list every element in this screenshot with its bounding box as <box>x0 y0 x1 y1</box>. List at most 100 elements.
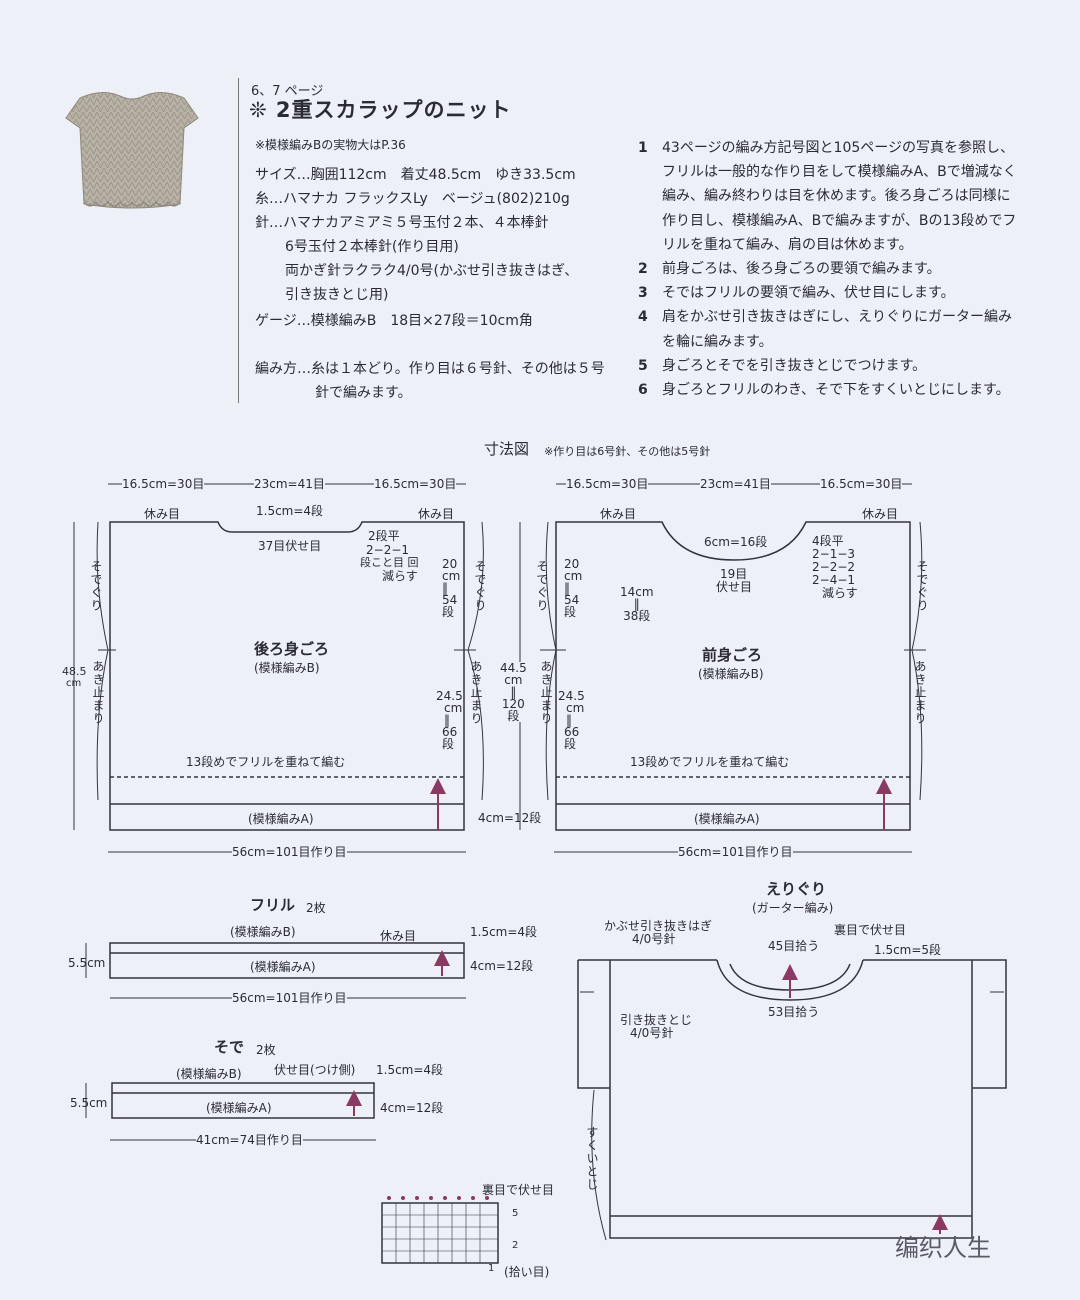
back-pattern: (模様編みB) <box>254 661 320 675</box>
front-armhole-h: 20 cm ‖ 54 段 <box>564 558 582 618</box>
back-lower-h-rows: 66 <box>442 725 458 739</box>
frill-pattern-a: (模様編みA) <box>250 960 316 974</box>
front-armhole-h-eq: ‖ <box>564 581 570 595</box>
page-ref: 6、7 ページ <box>251 84 324 99</box>
spec-method: 編み方…糸は１本どり。作り目は６号針、その他は５号 <box>255 361 605 377</box>
frill-pattern-b: (模様編みB) <box>230 925 296 939</box>
front-yoke-h-eq: ‖ <box>633 597 640 611</box>
back-dec-1: 2段平 <box>368 529 400 543</box>
spec-yarn: 糸…ハマナカ フラックスLy ベージュ(802)210g <box>255 191 570 207</box>
front-aki-left: あき止まり <box>539 660 553 725</box>
header: 6、7 ページ ❊ 2重スカラップのニット ※模様編みBの実物大はP.36 サイ… <box>238 78 639 403</box>
sleeve-bind: 伏せ目(つけ側) <box>274 1063 356 1077</box>
watermark: 编织人生 <box>895 1234 991 1262</box>
back-total-h: 48.5 <box>62 665 87 678</box>
step-number: 6 <box>638 382 648 399</box>
sweater-photo <box>65 92 199 209</box>
step-number: 5 <box>638 357 648 374</box>
spec-gauge: ゲージ…模様編みB 18目×27段＝10cm角 <box>255 313 533 329</box>
chart-row-2: 2 <box>512 1240 519 1251</box>
collar-seam-1b: 4/0号針 <box>632 932 676 946</box>
front-pattern-a: (模様編みA) <box>694 812 760 826</box>
diagram-subtitle: ※作り目は6号針、その他は5号針 <box>544 445 711 458</box>
back-top-left: 16.5cm=30目 <box>122 477 205 491</box>
back-armhole-h-rows: 54 <box>442 593 458 607</box>
front-body-outline <box>555 521 911 831</box>
front-sode-left: そでぐり <box>535 560 549 612</box>
front-top-right: 16.5cm=30目 <box>820 477 903 491</box>
step-number: 3 <box>638 285 648 302</box>
assembly-outline <box>577 959 1007 1239</box>
back-neck-bind: 37目伏せ目 <box>258 539 322 553</box>
back-lower-h-rows-unit: 段 <box>442 737 455 751</box>
back-top-right: 16.5cm=30目 <box>374 477 457 491</box>
step-text: そではフリルの要領で編み、伏せ目にします。 <box>662 285 955 302</box>
collar-height: 1.5cm=5段 <box>874 943 942 957</box>
front-neck-bind-2: 伏せ目 <box>716 580 753 594</box>
spec-needles-3: 両かぎ針ラクラク4/0号(かぶせ引き抜きはぎ、 <box>285 263 579 279</box>
frill-band-label: 4cm=12段 <box>470 959 534 973</box>
front-lower-h-rows-unit: 段 <box>564 737 577 751</box>
back-name: 後ろ身ごろ <box>254 640 330 658</box>
front-rest-right: 休み目 <box>862 507 899 521</box>
frill-name: フリル <box>250 896 296 914</box>
front-armhole-h-rows: 54 <box>564 593 580 607</box>
chart-row-1: 1 <box>488 1263 495 1274</box>
front-dec-1: 4段平 <box>812 534 844 548</box>
back-aki-right: あき止まり <box>469 660 483 725</box>
sleeve-top: 1.5cm=4段 <box>376 1063 444 1077</box>
front-aki-right: あき止まり <box>913 660 927 725</box>
sleeve-pattern-b: (模様編みB) <box>176 1067 242 1081</box>
collar-purl-bind: 裏目で伏せ目 <box>834 923 907 937</box>
front-neck-bind-1: 19目 <box>720 567 748 581</box>
spec-needles-2: 6号玉付２本棒針(作り目用) <box>285 239 459 255</box>
diagram-title: 寸法図 <box>484 440 530 458</box>
back-sode-right: そでぐり <box>473 560 487 612</box>
collar-pattern: (ガーター編み) <box>752 901 834 915</box>
total-height-rows-unit: 段 <box>507 709 520 723</box>
chart-row-5: 5 <box>512 1208 519 1219</box>
back-armhole-h-eq: ‖ <box>442 581 448 595</box>
back-pattern-a: (模様編みA) <box>248 812 314 826</box>
front-yoke-h-value: 14cm <box>620 585 654 599</box>
chart-label: 裏目で伏せ目 <box>482 1183 555 1197</box>
sleeve-pattern-a: (模様編みA) <box>206 1101 272 1115</box>
chart-gridlines <box>382 1203 498 1263</box>
step-number: 2 <box>638 261 648 278</box>
chart-grid <box>381 1202 499 1264</box>
collar-pickup-45: 45目拾う <box>768 939 820 953</box>
spec-method-2: 針で編みます。 <box>315 385 412 401</box>
step-5: 5 身ごろとそでを引き抜きとじでつけます。 <box>638 354 1018 378</box>
collar-name: えりぐり <box>766 880 827 898</box>
front-yoke-h: 14cm ‖ 38段 <box>620 586 654 622</box>
back-lower-h-value: 24.5 <box>436 689 463 703</box>
step-number: 1 <box>638 140 648 156</box>
collar-pickup-53: 53目拾う <box>768 1005 820 1019</box>
collar-side-seam: すくいとじ <box>585 1126 599 1191</box>
back-armhole-h: 20 cm ‖ 54 段 <box>442 558 460 618</box>
front-armhole-h-unit: cm <box>564 569 583 583</box>
back-aki-left: あき止まり <box>91 660 105 725</box>
collar-seam-2: 引き抜きとじ <box>620 1013 693 1027</box>
total-height: 44.5 cm ‖ 120 段 <box>500 662 527 722</box>
frill-bottom: 56cm=101目作り目 <box>232 991 347 1005</box>
step-text: 身ごろとフリルのわき、そで下をすくいとじにします。 <box>662 382 1010 399</box>
step-6: 6 身ごろとフリルのわき、そで下をすくいとじにします。 <box>638 378 1018 402</box>
spec-needles-4: 引き抜きとじ用) <box>285 287 389 303</box>
frill-top: 1.5cm=4段 <box>470 925 538 939</box>
front-lower-h-unit: cm <box>566 701 585 715</box>
front-top-mid: 23cm=41目 <box>700 477 771 491</box>
front-armhole-h-rows-unit: 段 <box>564 605 577 619</box>
sleeve-bottom: 41cm=74目作り目 <box>196 1133 303 1147</box>
step-text: 身ごろとそでを引き抜きとじでつけます。 <box>662 357 927 374</box>
front-armhole-h-value: 20 <box>564 557 580 571</box>
back-neck-depth: 1.5cm=4段 <box>256 504 324 518</box>
front-rest-left: 休み目 <box>600 507 637 521</box>
front-lower-h: 24.5 cm ‖ 66 段 <box>558 690 585 750</box>
front-dec-5: 減らす <box>822 586 858 600</box>
sleeve-band-label: 4cm=12段 <box>380 1101 444 1115</box>
